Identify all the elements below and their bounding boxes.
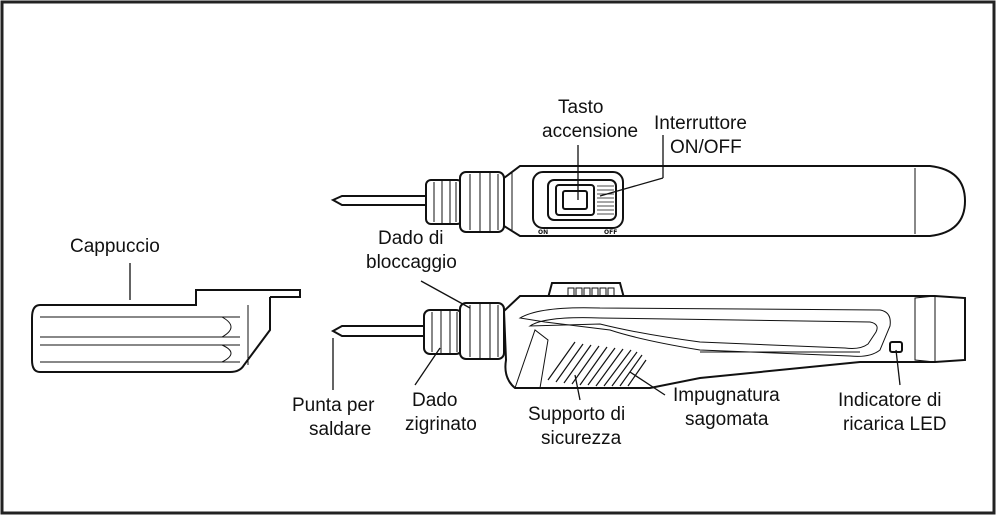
label-knurled-nut-line2: zigrinato [405,414,477,435]
label-tip-line2: saldare [309,419,371,440]
top-iron-drawing: ON OFF [330,165,967,237]
cap-drawing [31,289,301,373]
label-stand-line2: sicurezza [541,428,622,449]
bottom-iron-drawing: ON OFF [330,282,966,389]
label-knurled-nut-line1: Dado [412,390,457,411]
label-grip-line2: sagomata [685,409,769,430]
off-mark-top: OFF [604,229,617,236]
label-power-button-line1: Tasto [558,97,603,118]
label-switch-line2: ON/OFF [670,137,742,158]
label-cap: Cappuccio [70,236,160,257]
on-mark-top: ON [538,229,548,236]
label-power-button-line2: accensione [542,121,638,142]
callout-labels: Cappuccio Tasto accensione Interruttore … [70,97,946,449]
leader-lines [129,135,901,401]
label-switch-line1: Interruttore [654,113,747,134]
label-grip-line1: Impugnatura [673,385,780,406]
label-tip-line1: Punta per [292,395,375,416]
label-stand-line1: Supporto di [528,404,625,425]
label-led-line2: ricarica LED [843,414,946,435]
label-lock-nut-line1: Dado di [378,228,444,249]
label-led-line1: Indicatore di [838,390,942,411]
label-lock-nut-line2: bloccaggio [366,252,457,273]
